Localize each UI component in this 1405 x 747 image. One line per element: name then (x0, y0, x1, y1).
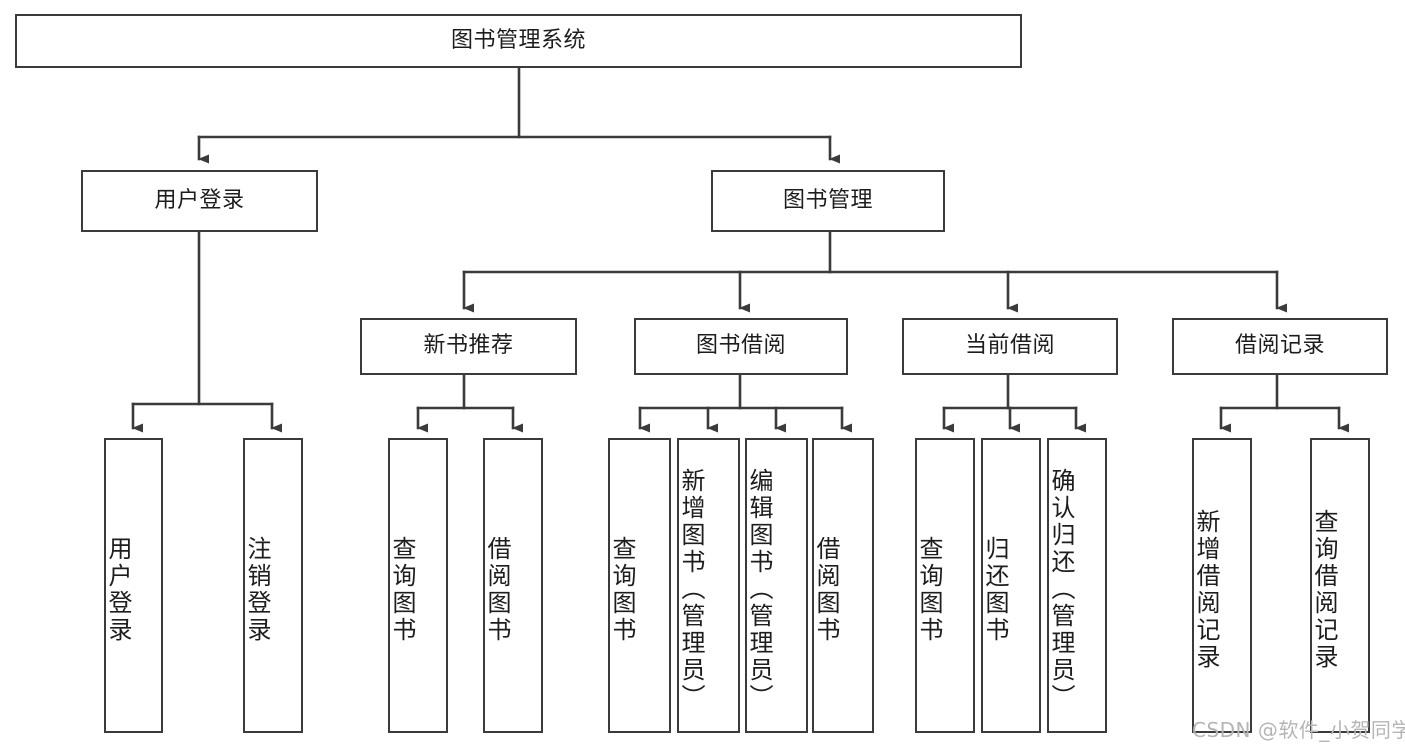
node-leaf-edit-book[interactable]: 编辑图书（管理员） (745, 438, 808, 733)
node-leaf-query-book-3[interactable]: 查询图书 (915, 438, 975, 733)
node-new-book-recommend-label: 新书推荐 (423, 333, 514, 359)
node-borrow-record[interactable]: 借阅记录 (1172, 318, 1388, 375)
node-book-management[interactable]: 图书管理 (711, 170, 945, 232)
node-leaf-query-book-1-label: 查询图书 (388, 535, 416, 644)
node-leaf-query-book-1[interactable]: 查询图书 (388, 438, 448, 733)
node-leaf-confirm-return[interactable]: 确认归还（管理员） (1047, 438, 1107, 733)
node-leaf-add-record[interactable]: 新增借阅记录 (1192, 438, 1252, 733)
node-leaf-logout-login[interactable]: 注销登录 (243, 438, 303, 733)
node-leaf-edit-book-label: 编辑图书（管理员） (745, 468, 773, 711)
node-leaf-query-record[interactable]: 查询借阅记录 (1310, 438, 1370, 733)
node-leaf-logout-login-label: 注销登录 (243, 535, 271, 644)
node-leaf-user-login[interactable]: 用户登录 (104, 438, 163, 733)
node-leaf-add-book[interactable]: 新增图书（管理员） (677, 438, 740, 733)
node-current-borrow[interactable]: 当前借阅 (902, 318, 1118, 375)
node-leaf-borrow-book-1[interactable]: 借阅图书 (483, 438, 543, 733)
node-leaf-user-login-label: 用户登录 (104, 535, 132, 644)
node-leaf-confirm-return-label: 确认归还（管理员） (1047, 468, 1075, 711)
node-user-login-label: 用户登录 (154, 187, 245, 213)
node-leaf-borrow-book-2-label: 借阅图书 (812, 535, 840, 644)
node-leaf-query-record-label: 查询借阅记录 (1310, 508, 1338, 671)
node-root-label: 图书管理系统 (450, 27, 586, 53)
node-leaf-return-book[interactable]: 归还图书 (981, 438, 1041, 733)
node-borrow-record-label: 借阅记录 (1234, 333, 1325, 359)
node-leaf-query-book-2-label: 查询图书 (608, 535, 636, 644)
node-book-borrow[interactable]: 图书借阅 (634, 318, 848, 375)
node-leaf-add-book-label: 新增图书（管理员） (677, 468, 705, 711)
node-leaf-borrow-book-2[interactable]: 借阅图书 (812, 438, 874, 733)
watermark-text: CSDN @软件_小贺同学 (1192, 718, 1405, 742)
node-leaf-add-record-label: 新增借阅记录 (1192, 508, 1220, 671)
node-book-management-label: 图书管理 (782, 187, 873, 213)
node-book-borrow-label: 图书借阅 (695, 333, 786, 359)
node-new-book-recommend[interactable]: 新书推荐 (360, 318, 577, 375)
node-leaf-query-book-3-label: 查询图书 (915, 535, 943, 644)
node-leaf-borrow-book-1-label: 借阅图书 (483, 535, 511, 644)
node-leaf-query-book-2[interactable]: 查询图书 (608, 438, 671, 733)
node-current-borrow-label: 当前借阅 (964, 333, 1055, 359)
node-root[interactable]: 图书管理系统 (15, 14, 1022, 68)
node-leaf-return-book-label: 归还图书 (981, 535, 1009, 644)
node-user-login[interactable]: 用户登录 (81, 170, 318, 232)
